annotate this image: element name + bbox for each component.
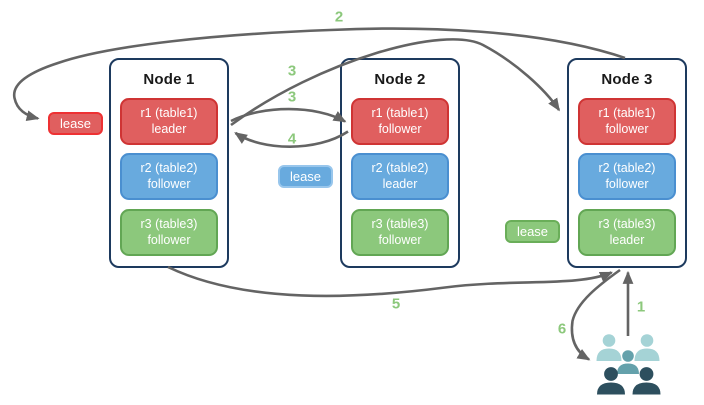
replica-name: r1 (table1) bbox=[140, 106, 198, 121]
node1-replica-r2: r2 (table2) follower bbox=[120, 153, 218, 200]
replica-name: r1 (table1) bbox=[371, 106, 429, 121]
replica-role: follower bbox=[605, 176, 649, 191]
node2-replica-r3: r3 (table3) follower bbox=[351, 209, 449, 256]
replica-name: r2 (table2) bbox=[140, 161, 198, 176]
arrow-6-path bbox=[570, 268, 621, 361]
node-1-title: Node 1 bbox=[143, 71, 195, 88]
arrow-label-4: 4 bbox=[287, 130, 297, 148]
lease-badge-r2: lease bbox=[278, 165, 333, 188]
replica-role: follower bbox=[147, 176, 191, 191]
replica-name: r2 (table2) bbox=[371, 161, 429, 176]
arrow-label-6: 6 bbox=[557, 320, 567, 338]
replica-role: leader bbox=[382, 176, 418, 191]
users-group-icon bbox=[596, 334, 661, 395]
arrow-label-3a: 3 bbox=[287, 62, 297, 80]
arrow-label-2: 2 bbox=[334, 8, 344, 26]
arrow-3-short-path bbox=[230, 107, 347, 123]
replica-role: follower bbox=[378, 121, 422, 136]
node-2-box: Node 2 r1 (table1) follower r2 (table2) … bbox=[340, 58, 460, 268]
lease-badge-r1: lease bbox=[48, 112, 103, 135]
arrow-2-path bbox=[12, 27, 626, 121]
node3-replica-r1: r1 (table1) follower bbox=[578, 98, 676, 145]
replica-role: follower bbox=[605, 121, 649, 136]
replica-role: leader bbox=[609, 232, 645, 247]
arrow-label-5: 5 bbox=[391, 295, 401, 313]
node-2-title: Node 2 bbox=[374, 71, 426, 88]
replica-name: r1 (table1) bbox=[598, 106, 656, 121]
arrow-label-1: 1 bbox=[636, 298, 646, 316]
node-1-box: Node 1 r1 (table1) leader r2 (table2) fo… bbox=[109, 58, 229, 268]
node1-replica-r3: r3 (table3) follower bbox=[120, 209, 218, 256]
lease-label: lease bbox=[289, 169, 322, 184]
arrow-5-path bbox=[167, 265, 613, 298]
node-3-box: Node 3 r1 (table1) follower r2 (table2) … bbox=[567, 58, 687, 268]
node-3-title: Node 3 bbox=[601, 71, 653, 88]
replica-name: r3 (table3) bbox=[140, 217, 198, 232]
node2-replica-r1: r1 (table1) follower bbox=[351, 98, 449, 145]
replica-role: leader bbox=[151, 121, 187, 136]
lease-badge-r3: lease bbox=[505, 220, 560, 243]
node3-replica-r3: r3 (table3) leader bbox=[578, 209, 676, 256]
node1-replica-r1: r1 (table1) leader bbox=[120, 98, 218, 145]
replica-name: r2 (table2) bbox=[598, 161, 656, 176]
node2-replica-r2: r2 (table2) leader bbox=[351, 153, 449, 200]
arrow-label-3b: 3 bbox=[287, 88, 297, 106]
replica-name: r3 (table3) bbox=[371, 217, 429, 232]
lease-label: lease bbox=[516, 224, 549, 239]
lease-label: lease bbox=[59, 116, 92, 131]
replica-name: r3 (table3) bbox=[598, 217, 656, 232]
replica-role: follower bbox=[147, 232, 191, 247]
node3-replica-r2: r2 (table2) follower bbox=[578, 153, 676, 200]
replica-role: follower bbox=[378, 232, 422, 247]
